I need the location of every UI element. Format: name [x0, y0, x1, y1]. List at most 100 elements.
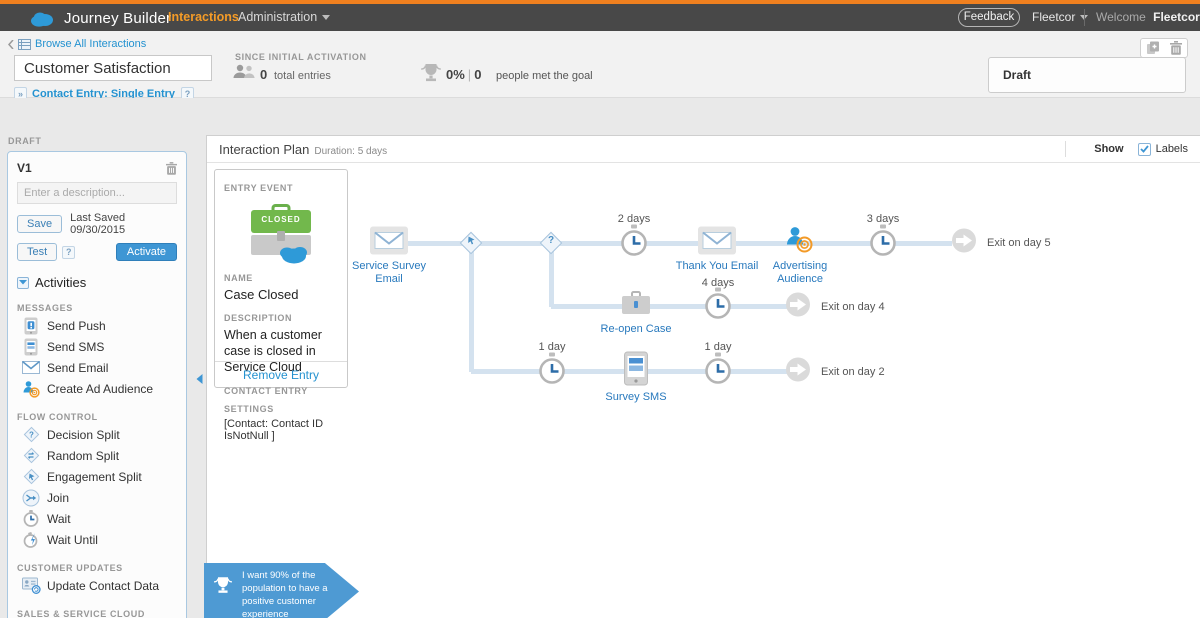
wait-node-2days[interactable]	[619, 224, 649, 262]
engagement-split-node[interactable]	[459, 231, 483, 255]
entry-name: Case Closed	[224, 287, 299, 302]
wait-duration-label: 2 days	[617, 213, 651, 225]
engagement-split-icon	[467, 236, 474, 245]
entry-event-header: ENTRY EVENT	[224, 183, 294, 193]
email-node-service-survey[interactable]	[370, 226, 408, 260]
activities-toggle[interactable]: Activities	[17, 275, 177, 290]
decision-split-node[interactable]: ?	[539, 231, 563, 255]
account-menu[interactable]: Fleetcor	[1032, 4, 1089, 31]
total-entries-value: 0	[260, 67, 268, 82]
tab-administration[interactable]: Administration	[238, 4, 331, 31]
sidebar-item-update-contact-data[interactable]: Update Contact Data	[17, 575, 177, 596]
feedback-button[interactable]: Feedback	[958, 8, 1020, 27]
wait-duration-label: 4 days	[701, 277, 735, 289]
user-menu[interactable]: Welcome Fleetcor	[1096, 4, 1200, 48]
sidebar-item-send-email[interactable]: Send Email	[17, 357, 177, 378]
goal-caption: people met the goal	[496, 70, 593, 82]
wait-icon	[19, 510, 43, 527]
back-link-label: Browse All Interactions	[35, 38, 147, 50]
save-button[interactable]: Save	[17, 215, 63, 233]
wait-node-4days[interactable]	[703, 287, 733, 325]
remove-entry-button[interactable]: Remove Entry	[215, 361, 347, 387]
wait-duration-label: 1 day	[704, 341, 732, 353]
exit-label-day5: Exit on day 5	[987, 237, 1051, 249]
sidebar-item-wait[interactable]: Wait	[17, 508, 177, 529]
wait-duration-label: 3 days	[866, 213, 900, 225]
sms-icon	[624, 351, 648, 386]
node-label-service-survey-email: Service Survey Email	[352, 260, 426, 285]
flow-line-row1	[389, 241, 952, 246]
contact-entry-settings-label: CONTACT ENTRY SETTINGS	[224, 386, 308, 414]
activate-button[interactable]: Activate	[115, 243, 177, 261]
exit-node-day5[interactable]	[952, 228, 977, 258]
sidebar-item-join[interactable]: Join	[17, 487, 177, 508]
flow-line-branch2	[469, 241, 474, 372]
group-label-messages: MESSAGES	[17, 303, 73, 313]
reopen-case-node[interactable]	[620, 291, 652, 321]
case-icon	[622, 291, 650, 314]
exit-icon	[786, 357, 810, 382]
last-saved-label: Last Saved 09/30/2015	[70, 212, 126, 236]
sidebar-item-random-split[interactable]: Random Split	[17, 445, 177, 466]
journey-actions-group	[1140, 38, 1188, 58]
sidebar-item-send-push[interactable]: Send Push	[17, 315, 177, 336]
journey-title-input[interactable]	[14, 55, 212, 81]
wait-node-1day-b[interactable]	[703, 352, 733, 390]
version-panel: V1 Save Last Saved 09/30/2015 Test ? Act…	[7, 151, 187, 618]
group-label-flow-control: FLOW CONTROL	[17, 412, 98, 422]
tab-interactions[interactable]: Interactions	[168, 10, 239, 24]
decision-split-icon: ?	[19, 426, 43, 443]
activities-label: Activities	[35, 275, 87, 290]
goal-callout[interactable]: I want 90% of the population to have a p…	[204, 563, 359, 618]
sidebar-item-engagement-split[interactable]: Engagement Split	[17, 466, 177, 487]
node-label-thank-you-email: Thank You Email	[675, 260, 759, 272]
sidebar-item-wait-until[interactable]: Wait Until	[17, 529, 177, 550]
ad-audience-icon	[787, 227, 813, 253]
entry-settings: [Contact: Contact ID IsNotNull ]	[224, 418, 324, 442]
exit-icon	[786, 292, 810, 317]
app-title: Journey Builder	[64, 10, 172, 27]
svg-text:?: ?	[29, 430, 34, 439]
sidebar-item-decision-split[interactable]: ? Decision Split	[17, 424, 177, 445]
since-activation-label: SINCE INITIAL ACTIVATION	[235, 52, 367, 62]
collapse-chevron-icon	[17, 276, 29, 289]
trophy-icon	[213, 576, 233, 599]
check-icon	[1139, 145, 1149, 153]
show-label: Show	[1094, 143, 1124, 155]
sidebar-item-send-sms[interactable]: Send SMS	[17, 336, 177, 357]
delete-version-icon[interactable]	[166, 161, 177, 175]
goal-count: 0	[474, 67, 482, 82]
status-badge[interactable]: Draft	[988, 57, 1186, 93]
flow-line-branch1	[549, 241, 554, 307]
ad-audience-node[interactable]	[785, 225, 815, 259]
description-input[interactable]	[17, 182, 177, 204]
logo: Journey Builder	[30, 10, 171, 27]
sidebar-item-create-ad-audience[interactable]: Create Ad Audience	[17, 378, 177, 399]
contact-entry-link[interactable]: » Contact Entry: Single Entry ?	[14, 87, 199, 100]
wait-node-3days[interactable]	[868, 224, 898, 262]
sms-node-survey[interactable]	[624, 351, 648, 391]
trash-icon[interactable]	[1170, 41, 1182, 55]
exit-node-day2[interactable]	[786, 357, 811, 387]
goal-stats: 0%|0	[446, 67, 481, 82]
closed-badge: CLOSED	[261, 215, 301, 224]
test-button[interactable]: Test	[17, 243, 58, 261]
goal-percent: 0%	[446, 67, 465, 82]
goal-divider: |	[467, 67, 472, 82]
wait-node-1day-a[interactable]	[537, 352, 567, 390]
case-closed-icon: CLOSED	[224, 204, 338, 266]
help-icon[interactable]: ?	[62, 245, 76, 259]
ad-audience-icon	[19, 380, 43, 398]
copy-icon[interactable]	[1146, 41, 1160, 55]
wait-icon	[621, 224, 647, 256]
email-node-thank-you[interactable]	[698, 226, 736, 260]
collapse-sidebar-arrow-icon[interactable]	[196, 371, 203, 389]
entry-event-card: ENTRY EVENT CLOSED NAME Case Closed	[214, 169, 348, 442]
send-email-icon	[19, 361, 43, 374]
exit-node-day4[interactable]	[786, 292, 811, 322]
labels-checkbox[interactable]	[1137, 142, 1151, 156]
browse-all-interactions-link[interactable]: Browse All Interactions	[8, 38, 146, 50]
